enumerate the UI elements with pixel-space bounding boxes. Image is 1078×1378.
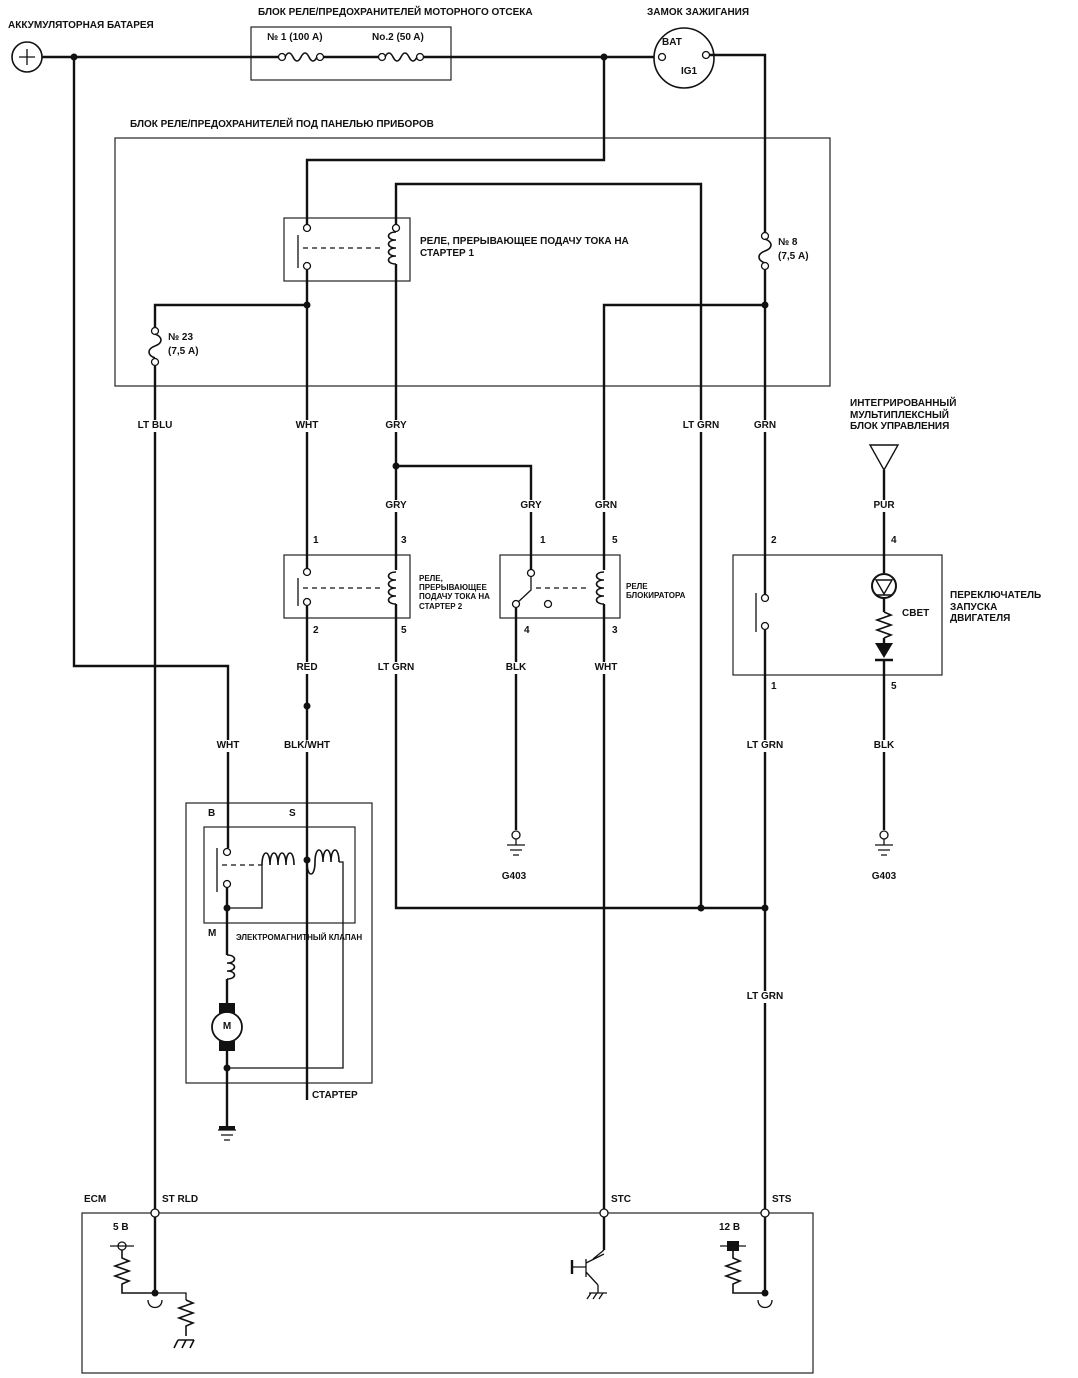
fuse2-symbol [384,52,418,62]
lockout-relay-box [499,554,621,619]
lockout-relay-coil [595,571,605,605]
switch-pin4: 4 [891,535,897,546]
engine-fuse-box [250,26,452,81]
dash-fuse-box-label: БЛОК РЕЛЕ/ПРЕДОХРАНИТЕЛЕЙ ПОД ПАНЕЛЬЮ ПР… [130,119,434,130]
light-label: СВЕТ [902,608,930,619]
wire-label-grn-2: GRN [594,500,618,512]
ignition-switch-symbol [653,27,715,89]
relay2-pin3: 3 [401,535,407,546]
wire-label-gry-2: GRY [385,500,407,512]
wire-label-red: RED [296,662,318,674]
light-led-icon [874,579,894,596]
relay1-box [283,217,411,282]
relay2-label: РЕЛЕ, ПРЕРЫВАЮЩЕЕ ПОДАЧУ ТОКА НА СТАРТЕР… [419,574,490,611]
multiplex-unit-symbol [868,444,900,472]
solenoid-coil-2 [306,849,340,875]
fuse1-symbol [284,52,318,62]
ecm-stc-label: STC [611,1194,631,1205]
ecm-12v-label: 12 В [719,1222,741,1233]
starter-s-terminal: S [289,808,296,819]
ignition-label: ЗАМОК ЗАЖИГАНИЯ [647,7,750,18]
wire-label-wht: WHT [295,420,319,432]
lockout-label: РЕЛЕ БЛОКИРАТОРА [626,582,686,601]
fuse8-rating: (7,5 А) [778,251,809,262]
solenoid-box [203,826,356,924]
wire-label-lt-grn: LT GRN [682,420,720,432]
wire-label-wht-3: WHT [216,740,240,752]
fuse2-label: No.2 (50 A) [372,32,424,43]
ecm-5v-label: 5 В [113,1222,129,1233]
start-switch-box [732,554,943,676]
light-diode [875,643,893,658]
starter-ground [218,1129,236,1141]
fuse23-number: № 23 [168,332,194,343]
start-switch-label: ПЕРЕКЛЮЧАТЕЛЬ ЗАПУСКА ДВИГАТЕЛЯ [950,590,1042,624]
relay1-label: РЕЛЕ, ПРЕРЫВАЮЩЕЕ ПОДАЧУ ТОКА НА СТАРТЕР… [420,236,629,259]
wire-label-blk-2: BLK [873,740,895,752]
relay2-box [283,554,411,619]
ignition-bat-label: BAT [662,37,682,48]
starter-label: СТАРТЕР [312,1090,358,1101]
ground-g403-right-label: G403 [871,871,897,882]
ecm-sts-label: STS [772,1194,792,1205]
wire-label-blk: BLK [505,662,527,674]
lockout-pin3: 3 [612,625,618,636]
fuse1-label: № 1 (100 А) [267,32,323,43]
fuse8-symbol [758,238,772,264]
wire-label-lt-grn-2: LT GRN [377,662,415,674]
field-coil [226,954,236,980]
ecm-label: ECM [84,1194,107,1205]
wire-label-blk-wht: BLK/WHT [283,740,331,752]
ground-g403-left-label: G403 [501,871,527,882]
switch-pin1: 1 [771,681,777,692]
wire-label-lt-grn-3: LT GRN [746,740,784,752]
lockout-pin4: 4 [524,625,530,636]
multiplex-label-text: ИНТЕГРИРОВАННЫЙ МУЛЬТИПЛЕКСНЫЙ БЛОК УПРА… [850,398,957,432]
battery-label: АККУМУЛЯТОРНАЯ БАТАРЕЯ [8,20,154,31]
ecm-box [81,1212,814,1374]
ground-g403-right [875,839,893,856]
relay1-coil [387,231,397,265]
relay2-pin1: 1 [313,535,319,546]
fuse23-rating: (7,5 А) [168,346,199,357]
ecm-12v-resistor [723,1251,765,1294]
engine-fuse-box-label: БЛОК РЕЛЕ/ПРЕДОХРАНИТЕЛЕЙ МОТОРНОГО ОТСЕ… [258,7,533,18]
wire-label-lt-grn-4: LT GRN [746,991,784,1003]
wire-label-grn: GRN [753,420,777,432]
relay2-pin5: 5 [401,625,407,636]
ecm-5v-resistor [112,1250,155,1294]
solenoid-coil-1 [261,852,295,866]
solenoid-label: ЭЛЕКТРОМАГНИТНЫЙ КЛАПАН [236,933,363,942]
fuse23-symbol [148,333,162,359]
ecm-transistor [572,1249,607,1300]
dash-fuse-box [114,137,831,387]
starter-b-terminal: B [208,808,216,819]
light-resistor [874,611,894,639]
relay2-pin2: 2 [313,625,319,636]
wire-label-wht-2: WHT [594,662,618,674]
fuse8-number: № 8 [778,237,798,248]
starter-box [185,802,373,1084]
ecm-st-rld-label: ST RLD [162,1194,199,1205]
ignition-ig1-label: IG1 [681,66,698,77]
wire-label-lt-blu: LT BLU [137,420,173,432]
switch-pin5: 5 [891,681,897,692]
starter-m-terminal: M [208,928,217,939]
lockout-pin1: 1 [540,535,546,546]
switch-pin2: 2 [771,535,777,546]
ground-g403-left [507,839,525,856]
wire-label-gry: GRY [385,420,407,432]
lockout-pin5: 5 [612,535,618,546]
ecm-ground-resistor [173,1299,196,1349]
wire-label-pur: PUR [873,500,895,512]
wire-label-gry-3: GRY [520,500,542,512]
relay2-coil [387,571,397,605]
motor-letter: M [222,1021,232,1032]
multiplex-label: ИНТЕГРИРОВАННЫЙ МУЛЬТИПЛЕКСНЫЙ БЛОК УПРА… [850,398,960,433]
